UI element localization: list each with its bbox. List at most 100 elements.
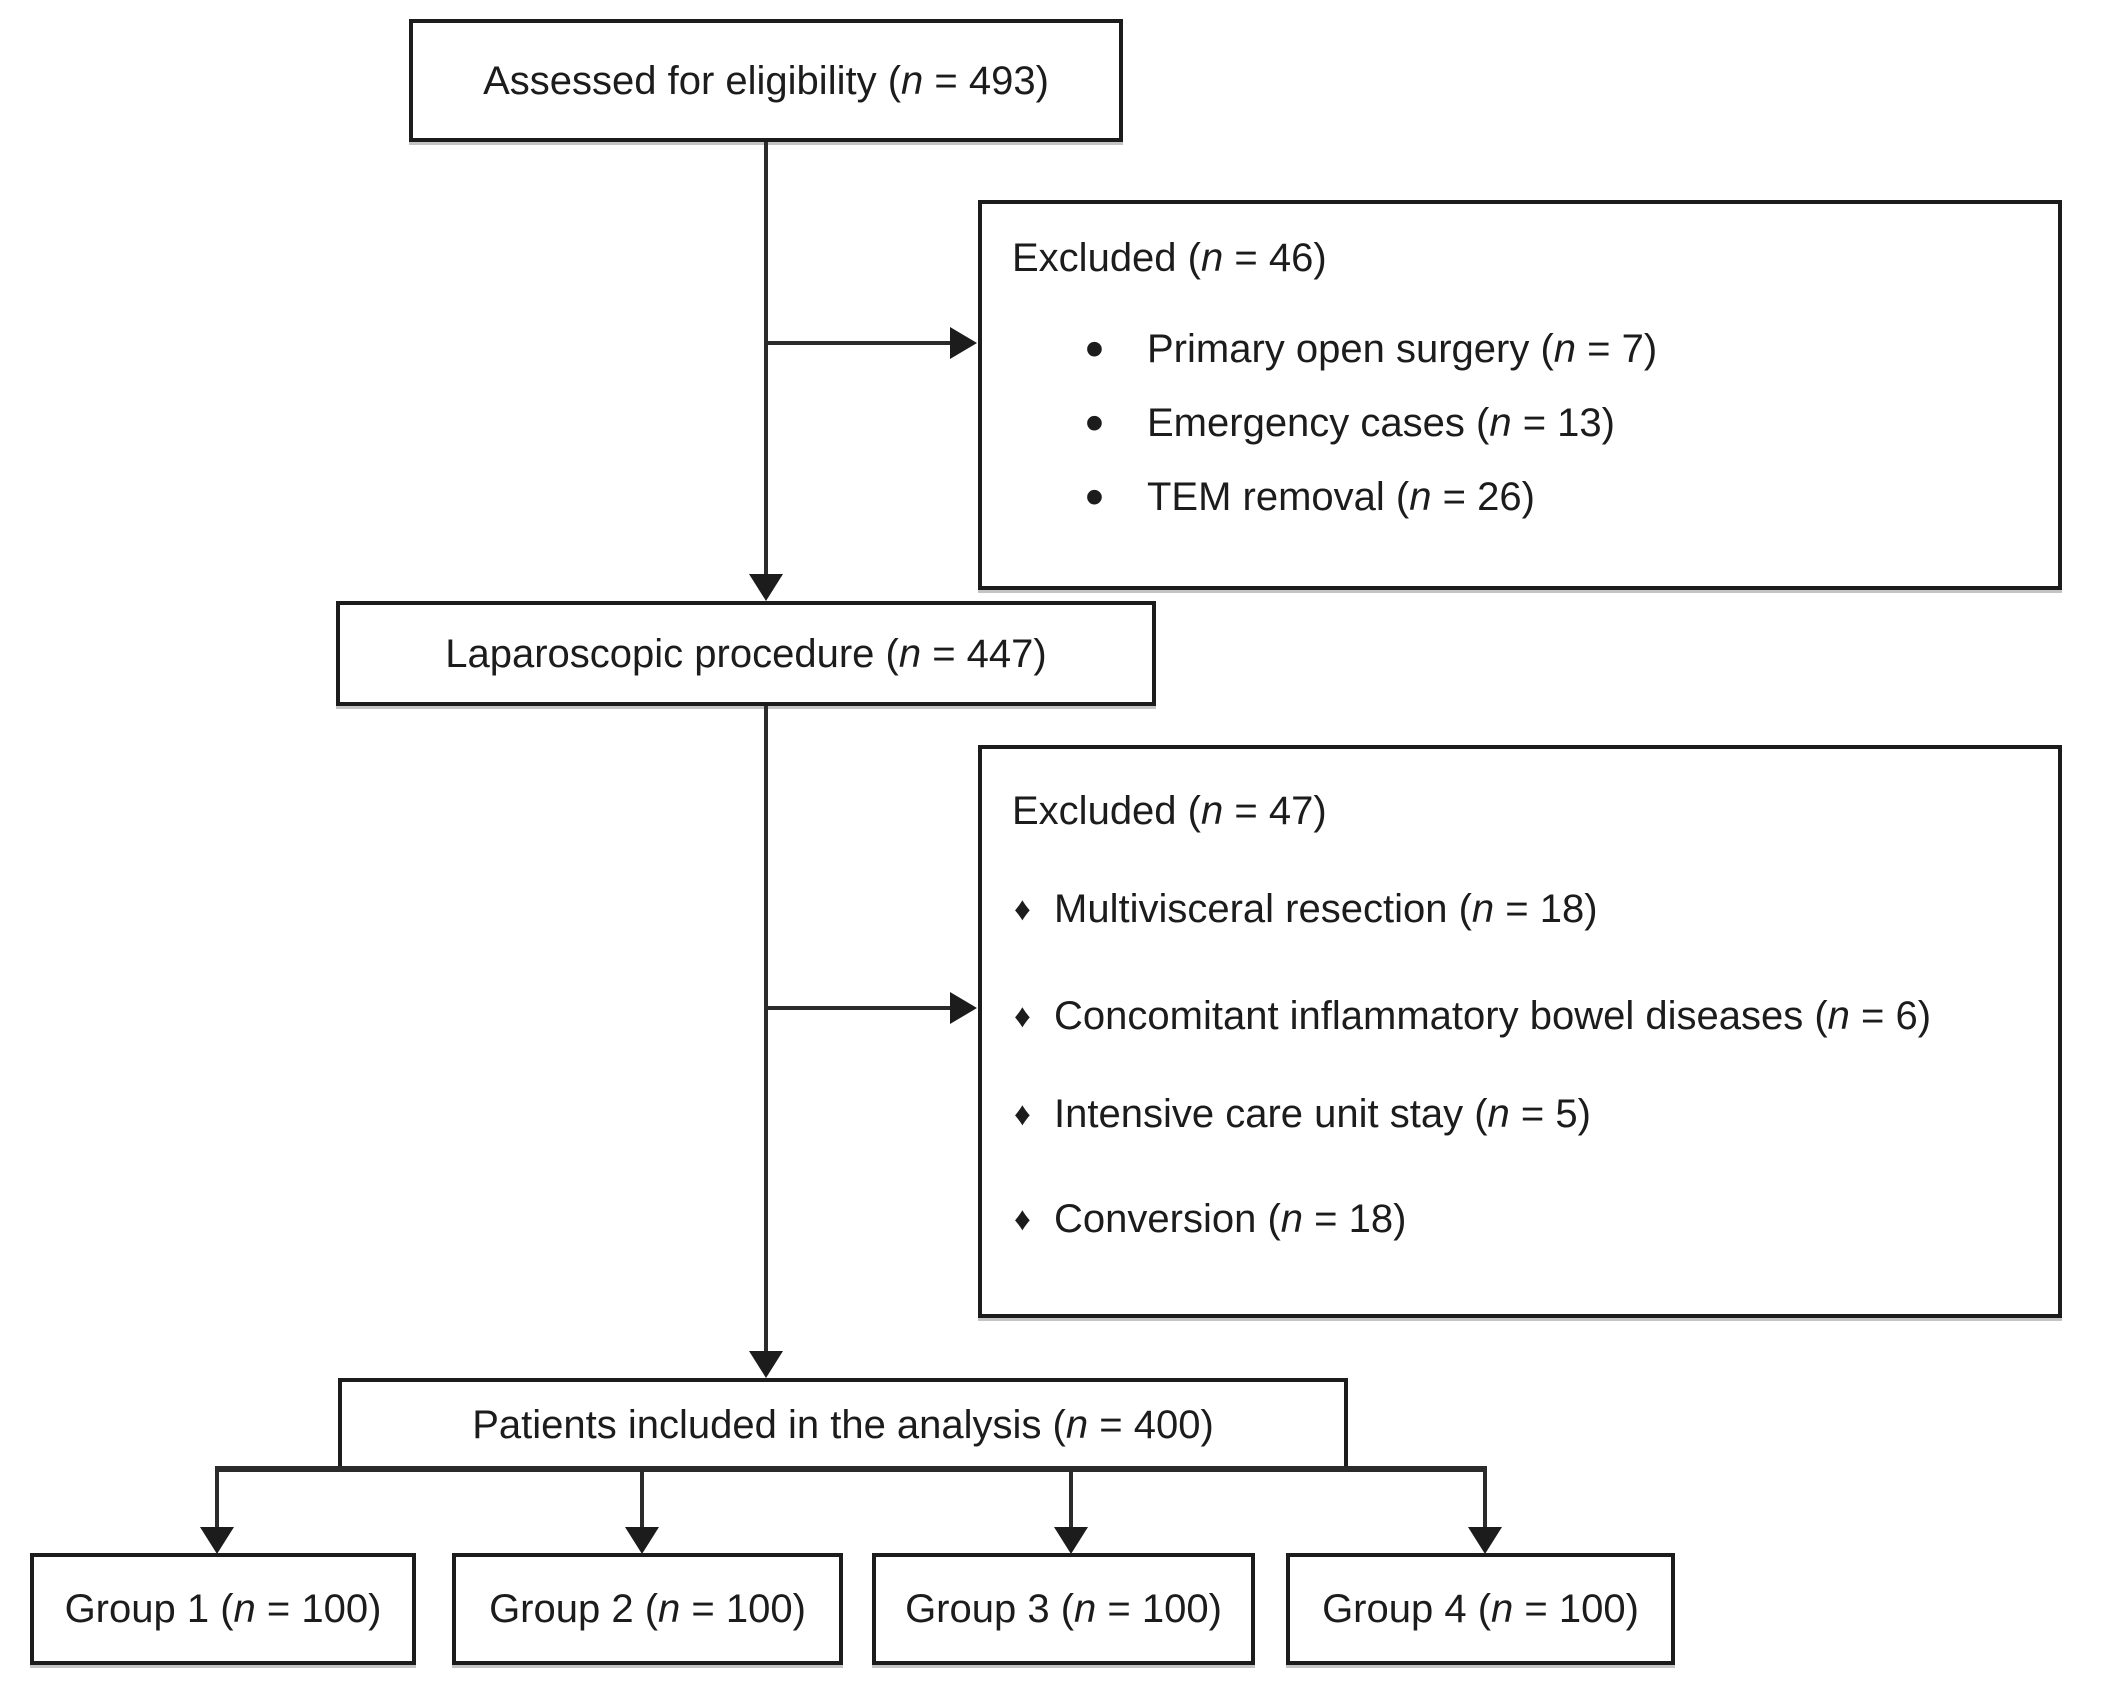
label-text: = 400) bbox=[1088, 1403, 1214, 1447]
label-text: = 18) bbox=[1303, 1196, 1407, 1241]
connector-to-group-3 bbox=[1069, 1472, 1073, 1528]
label-text: Patients included in the analysis ( bbox=[472, 1403, 1066, 1447]
excluded-1-item: • Emergency cases (n = 13) bbox=[1085, 393, 1615, 453]
label-text: Concomitant inflammatory bowel diseases … bbox=[1054, 993, 1828, 1038]
diamond-bullet-icon: ♦ bbox=[1014, 890, 1031, 927]
label-text: = 6) bbox=[1849, 993, 1932, 1038]
label-text: Excluded ( bbox=[1012, 236, 1201, 280]
included-analysis-label: Patients included in the analysis (n = 4… bbox=[472, 1402, 1214, 1448]
group-1-label: Group 1 (n = 100) bbox=[65, 1586, 382, 1632]
connector-assessed-to-laparoscopic bbox=[764, 142, 768, 576]
n-variable: n bbox=[1827, 993, 1850, 1038]
arrowhead-right-icon bbox=[950, 992, 977, 1024]
label-text: Multivisceral resection ( bbox=[1054, 886, 1472, 931]
branch-to-excluded-2 bbox=[766, 1006, 952, 1010]
label-text: Intensive care unit stay ( bbox=[1054, 1091, 1488, 1136]
n-variable: n bbox=[1471, 886, 1495, 931]
n-variable: n bbox=[658, 1587, 681, 1631]
excluded-2-item: ♦ Multivisceral resection (n = 18) bbox=[1014, 886, 1598, 932]
label-text: = 493) bbox=[923, 58, 1049, 103]
label-text: = 100) bbox=[1096, 1587, 1222, 1631]
arrowhead-down-icon bbox=[1468, 1527, 1502, 1554]
label-text: = 100) bbox=[1513, 1587, 1639, 1631]
included-analysis-box: Patients included in the analysis (n = 4… bbox=[338, 1378, 1348, 1472]
group-3-label: Group 3 (n = 100) bbox=[905, 1586, 1222, 1632]
assessed-eligibility-label: Assessed for eligibility (n = 493) bbox=[483, 58, 1049, 104]
arrowhead-down-icon bbox=[200, 1527, 234, 1554]
excluded-2-item-label: Concomitant inflammatory bowel diseases … bbox=[1054, 994, 1931, 1039]
group-4-box: Group 4 (n = 100) bbox=[1286, 1553, 1675, 1665]
laparoscopic-procedure-box: Laparoscopic procedure (n = 447) bbox=[336, 601, 1156, 706]
n-variable: n bbox=[1489, 400, 1512, 445]
excluded-1-item: • TEM removal (n = 26) bbox=[1085, 467, 1535, 527]
diamond-bullet-icon: ♦ bbox=[1014, 1200, 1031, 1237]
connector-laparoscopic-to-included bbox=[764, 706, 768, 1352]
distribution-line bbox=[215, 1466, 1487, 1472]
n-variable: n bbox=[1074, 1587, 1097, 1631]
label-text: Excluded ( bbox=[1012, 789, 1201, 833]
excluded-1-item-label: Emergency cases (n = 13) bbox=[1147, 401, 1615, 446]
label-text: Primary open surgery ( bbox=[1147, 326, 1554, 371]
arrowhead-down-icon bbox=[1054, 1527, 1088, 1554]
label-text: = 7) bbox=[1576, 326, 1658, 371]
label-text: Emergency cases ( bbox=[1147, 400, 1490, 445]
label-text: = 13) bbox=[1511, 400, 1615, 445]
arrowhead-right-icon bbox=[950, 327, 977, 359]
label-text: = 447) bbox=[921, 631, 1047, 676]
label-text: Group 3 ( bbox=[905, 1587, 1075, 1631]
n-variable: n bbox=[898, 631, 922, 676]
label-text: = 46) bbox=[1223, 236, 1327, 280]
group-2-box: Group 2 (n = 100) bbox=[452, 1553, 843, 1665]
arrowhead-down-icon bbox=[625, 1527, 659, 1554]
n-variable: n bbox=[1487, 1091, 1510, 1136]
bullet-icon: • bbox=[1085, 393, 1104, 453]
connector-to-group-4 bbox=[1483, 1472, 1487, 1528]
n-variable: n bbox=[1065, 1403, 1089, 1447]
bullet-icon: • bbox=[1085, 319, 1104, 379]
assessed-eligibility-box: Assessed for eligibility (n = 493) bbox=[409, 19, 1123, 142]
group-4-label: Group 4 (n = 100) bbox=[1322, 1586, 1639, 1632]
excluded-2-box: Excluded (n = 47) ♦ Multivisceral resect… bbox=[978, 745, 2062, 1318]
label-text: TEM removal ( bbox=[1147, 474, 1410, 519]
group-2-label: Group 2 (n = 100) bbox=[489, 1586, 806, 1632]
branch-to-excluded-1 bbox=[766, 341, 952, 345]
laparoscopic-procedure-label: Laparoscopic procedure (n = 447) bbox=[445, 631, 1047, 677]
n-variable: n bbox=[1553, 326, 1577, 371]
excluded-1-heading: Excluded (n = 46) bbox=[1012, 236, 1327, 281]
excluded-2-item: ♦ Concomitant inflammatory bowel disease… bbox=[1014, 993, 1931, 1039]
group-3-box: Group 3 (n = 100) bbox=[872, 1553, 1255, 1665]
label-text: Group 1 ( bbox=[64, 1587, 234, 1631]
excluded-2-item-label: Intensive care unit stay (n = 5) bbox=[1054, 1092, 1591, 1137]
excluded-1-item-label: Primary open surgery (n = 7) bbox=[1147, 327, 1657, 372]
excluded-2-item-label: Multivisceral resection (n = 18) bbox=[1054, 887, 1598, 932]
connector-to-group-1 bbox=[215, 1472, 219, 1528]
arrowhead-down-icon bbox=[749, 1351, 783, 1378]
excluded-2-item: ♦ Conversion (n = 18) bbox=[1014, 1196, 1406, 1242]
label-text: Assessed for eligibility ( bbox=[483, 58, 902, 103]
label-text: Laparoscopic procedure ( bbox=[445, 631, 899, 676]
excluded-2-heading: Excluded (n = 47) bbox=[1012, 789, 1327, 834]
excluded-2-item: ♦ Intensive care unit stay (n = 5) bbox=[1014, 1091, 1591, 1137]
label-text: = 100) bbox=[680, 1587, 806, 1631]
label-text: = 26) bbox=[1431, 474, 1535, 519]
arrowhead-down-icon bbox=[749, 574, 783, 601]
label-text: Group 4 ( bbox=[1322, 1587, 1492, 1631]
bullet-icon: • bbox=[1085, 467, 1104, 527]
n-variable: n bbox=[901, 58, 924, 103]
label-text: = 5) bbox=[1509, 1091, 1591, 1136]
excluded-2-item-label: Conversion (n = 18) bbox=[1054, 1197, 1406, 1242]
label-text: = 47) bbox=[1223, 789, 1327, 833]
n-variable: n bbox=[1200, 236, 1224, 280]
excluded-1-item-label: TEM removal (n = 26) bbox=[1147, 475, 1535, 520]
label-text: Group 2 ( bbox=[489, 1587, 659, 1631]
n-variable: n bbox=[1200, 789, 1224, 833]
excluded-1-item: • Primary open surgery (n = 7) bbox=[1085, 319, 1657, 379]
n-variable: n bbox=[1280, 1196, 1304, 1241]
label-text: Conversion ( bbox=[1054, 1196, 1281, 1241]
group-1-box: Group 1 (n = 100) bbox=[30, 1553, 416, 1665]
n-variable: n bbox=[1491, 1587, 1514, 1631]
label-text: = 100) bbox=[255, 1587, 382, 1631]
n-variable: n bbox=[233, 1587, 256, 1631]
connector-to-group-2 bbox=[640, 1472, 644, 1528]
